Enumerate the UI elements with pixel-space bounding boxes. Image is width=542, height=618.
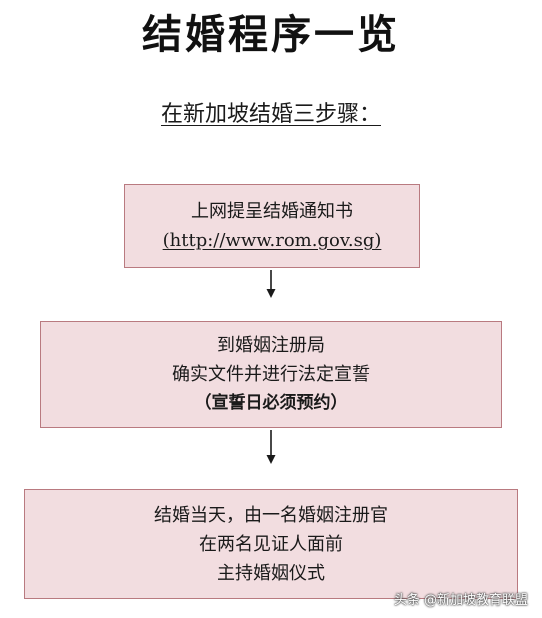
step-box-3: 结婚当天，由一名婚姻注册官 在两名见证人面前 主持婚姻仪式	[24, 489, 518, 599]
step-box-1: 上网提呈结婚通知书 (http://www.rom.gov.sg)	[124, 184, 420, 268]
step-2-line-2: 确实文件并进行法定宣誓	[172, 364, 370, 385]
down-arrow-icon	[264, 270, 278, 300]
step-2-note: （宣誓日必须预约）	[194, 393, 348, 413]
step-1-text: 上网提呈结婚通知书	[191, 201, 353, 222]
step-box-2: 到婚姻注册局 确实文件并进行法定宣誓 （宣誓日必须预约）	[40, 321, 502, 428]
step-3-line-1: 结婚当天，由一名婚姻注册官	[154, 504, 388, 526]
step-2-line-1: 到婚姻注册局	[217, 335, 325, 356]
down-arrow-icon	[264, 430, 278, 466]
watermark: 头条 @新加坡教育联盟	[393, 593, 528, 608]
page-subtitle: 在新加坡结婚三步骤：	[0, 100, 542, 130]
step-1-link[interactable]: (http://www.rom.gov.sg)	[162, 230, 382, 251]
subtitle-text: 在新加坡结婚三步骤：	[160, 102, 381, 127]
page-title: 结婚程序一览	[142, 12, 400, 58]
step-3-line-2: 在两名见证人面前	[199, 533, 343, 555]
step-3-line-3: 主持婚姻仪式	[217, 562, 325, 584]
